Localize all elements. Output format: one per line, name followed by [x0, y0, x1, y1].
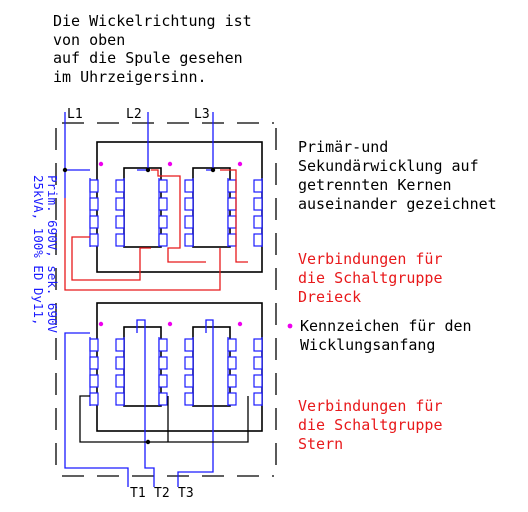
rating-label: 25kVA, 100% ED Dy11, Prim. 690V, sek. 69… [31, 175, 60, 334]
header-line-3: auf die Spule gesehen [53, 49, 243, 67]
svg-text:auseinander gezeichnet: auseinander gezeichnet [298, 195, 497, 213]
coil-turn [158, 338, 168, 352]
terminal-l2: L2 [126, 107, 142, 122]
note-separate-cores: Primär-und Sekundärwicklung auf getrennt… [298, 138, 497, 213]
primary-terminal-labels: L1 L2 L3 [67, 107, 210, 122]
coil-windings [89, 178, 263, 406]
coil-turn [184, 338, 194, 352]
svg-text:getrennten Kernen: getrennten Kernen [298, 176, 452, 194]
coil-turn [158, 197, 168, 211]
svg-text:Kennzeichen für den: Kennzeichen für den [300, 317, 472, 335]
coil-turn [227, 356, 237, 370]
svg-text:Verbindungen für: Verbindungen für [298, 250, 443, 268]
coil-turn [253, 197, 263, 211]
coil-turn [227, 233, 237, 247]
coil-turn [158, 215, 168, 229]
coil-turn [253, 179, 263, 193]
coil-turn [184, 233, 194, 247]
coil-turn [115, 392, 125, 406]
svg-text:die Schaltgruppe: die Schaltgruppe [298, 269, 443, 287]
header-line-1: Die Wickelrichtung ist [53, 12, 252, 30]
coil-turn [184, 392, 194, 406]
coil-turn [184, 356, 194, 370]
terminal-t2: T2 [154, 486, 170, 501]
coil-turn [253, 356, 263, 370]
coil-turn [227, 374, 237, 388]
coil-turn [115, 197, 125, 211]
svg-text:Primär-und: Primär-und [298, 138, 388, 156]
svg-text:die Schaltgruppe: die Schaltgruppe [298, 416, 443, 434]
coil-turn [184, 215, 194, 229]
coil-turn [89, 338, 99, 352]
coil-turn [115, 233, 125, 247]
coil-turn [184, 197, 194, 211]
coil-turn [253, 233, 263, 247]
terminal-t3: T3 [178, 486, 194, 501]
coil-turn [115, 338, 125, 352]
header-line-4: im Uhrzeigersinn. [53, 68, 207, 86]
coil-turn [253, 215, 263, 229]
coil-turn [115, 356, 125, 370]
terminal-l3: L3 [194, 107, 210, 122]
coil-turn [158, 392, 168, 406]
coil-turn [89, 233, 99, 247]
rating-line-2: Prim. 690V, sek. 690V [45, 175, 60, 334]
coil-turn [227, 197, 237, 211]
svg-text:Verbindungen für: Verbindungen für [298, 397, 443, 415]
svg-text:Sekundärwicklung auf: Sekundärwicklung auf [298, 157, 479, 175]
coil-turn [253, 374, 263, 388]
coil-turn [158, 233, 168, 247]
svg-text:Dreieck: Dreieck [298, 288, 361, 306]
coil-turn [158, 356, 168, 370]
coil-turn [158, 179, 168, 193]
coil-turn [184, 179, 194, 193]
terminal-l1: L1 [67, 107, 83, 122]
legend-marker-dot [287, 323, 293, 329]
note-delta-connection: Verbindungen für die Schaltgruppe Dreiec… [298, 250, 443, 306]
coil-turn [227, 392, 237, 406]
coil-turn [227, 215, 237, 229]
enclosure-outline [55, 122, 277, 477]
winding-start-markers [98, 161, 293, 329]
secondary-terminal-labels: T1 T2 T3 [130, 486, 194, 501]
coil-turn [227, 338, 237, 352]
coil-turn [184, 374, 194, 388]
rating-line-1: 25kVA, 100% ED Dy11, [31, 175, 46, 326]
note-star-connection: Verbindungen für die Schaltgruppe Stern [298, 397, 443, 453]
coil-turn [89, 356, 99, 370]
coil-turn [89, 215, 99, 229]
coil-turn [253, 392, 263, 406]
svg-text:Wicklungsanfang: Wicklungsanfang [300, 336, 435, 354]
coil-turn [89, 197, 99, 211]
star-connection-wires [79, 395, 249, 443]
note-winding-start: Kennzeichen für den Wicklungsanfang [300, 317, 472, 354]
coil-turn [253, 338, 263, 352]
coil-turn [115, 215, 125, 229]
terminal-t1: T1 [130, 486, 146, 501]
coil-turn [115, 374, 125, 388]
coil-turn [158, 374, 168, 388]
delta-connection-wires [64, 169, 248, 291]
coil-turn [89, 374, 99, 388]
winding-direction-note: Die Wickelrichtung ist von oben auf die … [53, 12, 252, 86]
secondary-output-wires [64, 319, 214, 487]
coil-turn [89, 179, 99, 193]
coil-turn [227, 179, 237, 193]
header-line-2: von oben [53, 31, 125, 49]
junction-dots [62, 167, 216, 445]
svg-text:Stern: Stern [298, 435, 343, 453]
coil-turn [89, 392, 99, 406]
coil-turn [115, 179, 125, 193]
